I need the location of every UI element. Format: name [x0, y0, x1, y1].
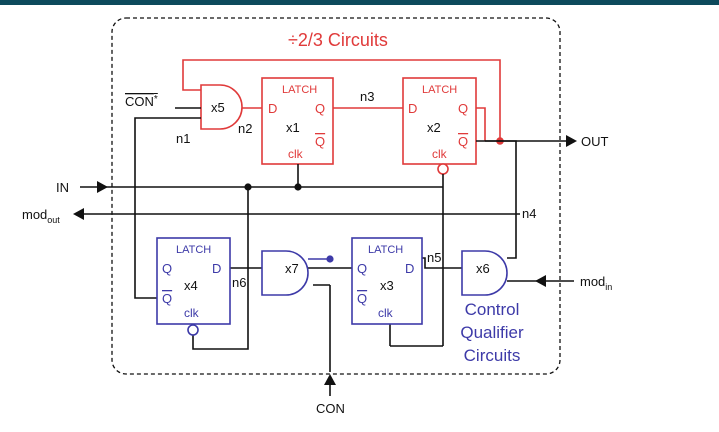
ctrl-label-line2: Qualifier [460, 323, 524, 342]
ctrl-label-line3: Circuits [464, 346, 521, 365]
net-n5: n5 [427, 250, 441, 265]
latch-labels: LATCH D Q Q clk x1 LATCH D Q Q clk x2 LA… [162, 84, 468, 320]
x1-name: x1 [286, 120, 300, 135]
feedback-wire [182, 59, 501, 141]
mod-in-sub: in [605, 282, 612, 292]
port-con: CON [316, 401, 345, 416]
latch-x2 [402, 77, 477, 165]
x4-qb: Q [162, 291, 172, 306]
x2-name: x2 [427, 120, 441, 135]
gate-x5-label: x5 [211, 100, 225, 115]
top-accent-bar [0, 0, 719, 5]
x3-q: Q [357, 261, 367, 276]
gate-x7 [261, 250, 309, 296]
mod-out-text: mod [22, 207, 47, 222]
port-in: IN [56, 180, 69, 195]
junction-in-x4 [244, 183, 252, 191]
net-labels: n1 n2 n3 n4 n5 n6 [176, 89, 536, 290]
x4-head: LATCH [176, 244, 211, 256]
out-arrow [566, 135, 577, 147]
wire-x2-q [476, 107, 486, 141]
arrowheads [73, 135, 577, 385]
x1-clk: clk [288, 147, 304, 161]
x1-head: LATCH [282, 84, 317, 96]
port-mod-out: modout [22, 207, 60, 225]
x2-qb: Q [458, 134, 468, 149]
circuit-boundary [111, 17, 561, 375]
x3-d: D [405, 261, 414, 276]
x3-clk: clk [378, 306, 394, 320]
x3-qb: Q [357, 291, 367, 306]
x4-d: D [212, 261, 221, 276]
x1-d: D [268, 101, 277, 116]
x2-head: LATCH [422, 84, 457, 96]
x3-name: x3 [380, 278, 394, 293]
net-n3: n3 [360, 89, 374, 104]
con-bar-star: * [154, 94, 158, 105]
red-divider-section [182, 59, 501, 175]
divider-title: ÷2/3 Circuits [288, 30, 388, 50]
mod-out-arrow [73, 208, 84, 220]
con-arrow [324, 374, 336, 385]
x2-clk: clk [432, 147, 448, 161]
latch-x4 [156, 237, 231, 325]
control-qualifier-label: Control Qualifier Circuits [460, 300, 524, 365]
port-out: OUT [581, 134, 609, 149]
ctrl-label-line1: Control [465, 300, 520, 319]
x2-clk-bubble [437, 163, 449, 175]
junction-in-x1 [294, 183, 302, 191]
net-n2: n2 [238, 121, 252, 136]
x1-qb: Q [315, 134, 325, 149]
x3-head: LATCH [368, 244, 403, 256]
mod-in-text: mod [580, 274, 605, 289]
x4-q: Q [162, 261, 172, 276]
mod-in-arrow [535, 275, 546, 287]
con-bar-wire [134, 117, 201, 299]
gate-x6 [461, 250, 508, 296]
junctions [244, 183, 302, 191]
net-n1: n1 [176, 131, 190, 146]
x2-d: D [408, 101, 417, 116]
con-bar-text: CON [125, 94, 154, 109]
mod-out-sub: out [47, 215, 60, 225]
latch-x3 [351, 237, 423, 325]
wire-n5 [422, 257, 462, 269]
black-wires [80, 107, 574, 372]
net-n6: n6 [232, 275, 246, 290]
gate-x5 [200, 84, 243, 130]
x7-blue-junction [326, 255, 334, 263]
port-labels: IN OUT CON CON* modout modin [22, 94, 612, 416]
x4-name: x4 [184, 278, 198, 293]
wire-n4 [476, 140, 517, 259]
x4-clk: clk [184, 306, 200, 320]
gate-labels: x5 x7 x6 [211, 100, 490, 276]
x4-clk-bubble [187, 324, 199, 336]
in-arrow [97, 181, 108, 193]
gate-x6-label: x6 [476, 261, 490, 276]
port-con-bar: CON* [125, 94, 158, 109]
port-mod-in: modin [580, 274, 612, 292]
x1-q: Q [315, 101, 325, 116]
net-n4: n4 [522, 206, 536, 221]
x2-q: Q [458, 101, 468, 116]
gate-x7-label: x7 [285, 261, 299, 276]
blue-qualifier-section [156, 237, 508, 336]
